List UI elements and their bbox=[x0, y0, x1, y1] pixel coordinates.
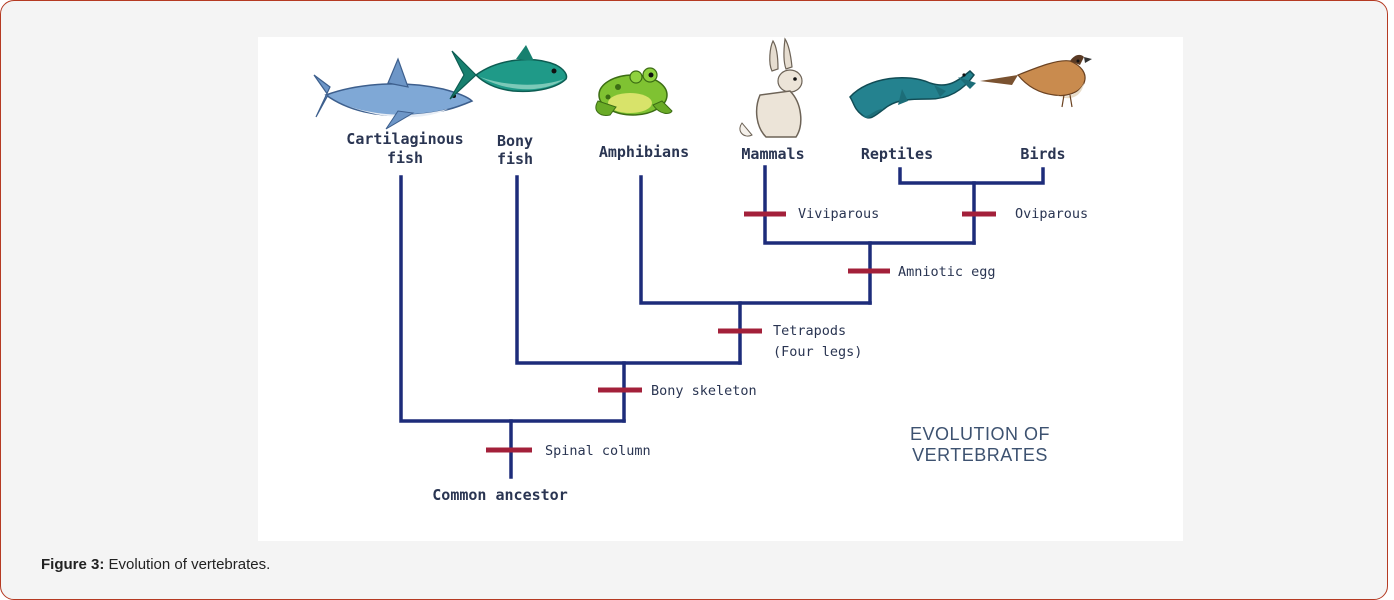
branch-bony-fish bbox=[517, 177, 740, 363]
figure-caption-text: Evolution of vertebrates. bbox=[104, 556, 270, 573]
trait-label-four-legs: (Four legs) bbox=[773, 344, 862, 360]
branch-reptiles-birds bbox=[900, 169, 1043, 183]
taxon-label-bony-fish: Bony bbox=[497, 132, 533, 150]
rabbit-illustration bbox=[740, 39, 802, 137]
taxon-label-amphibians: Amphibians bbox=[599, 143, 689, 161]
diagram-title-line2: VERTEBRATES bbox=[912, 445, 1048, 465]
trait-label-oviparous: Oviparous bbox=[1015, 206, 1088, 222]
shark-illustration bbox=[314, 59, 472, 129]
figure-caption-label: Figure 3: bbox=[41, 556, 104, 573]
diagram-title-line1: EVOLUTION OF bbox=[910, 424, 1050, 444]
branch-cartilaginous-fish bbox=[401, 177, 624, 421]
trait-markers bbox=[486, 214, 996, 450]
trait-label-tetrapods: Tetrapods bbox=[773, 323, 846, 339]
bony-fish-illustration bbox=[450, 45, 567, 99]
frog-illustration bbox=[596, 68, 672, 115]
vertebrate-cladogram: Cartilaginous fish Bony fish Amphibians … bbox=[258, 37, 1183, 541]
taxon-label-birds: Birds bbox=[1020, 145, 1065, 163]
bird-illustration bbox=[980, 55, 1092, 107]
branch-mammals bbox=[765, 167, 974, 243]
reptile-illustration bbox=[850, 71, 976, 118]
trait-label-amniotic-egg: Amniotic egg bbox=[898, 264, 996, 280]
trait-label-spinal-column: Spinal column bbox=[545, 443, 651, 459]
root-label-common-ancestor: Common ancestor bbox=[432, 486, 567, 504]
figure-caption: Figure 3: Evolution of vertebrates. bbox=[41, 556, 270, 573]
taxon-label-cartilaginous-fish-line2: fish bbox=[387, 149, 423, 167]
taxon-label-cartilaginous-fish: Cartilaginous bbox=[346, 130, 463, 148]
taxon-label-mammals: Mammals bbox=[741, 145, 804, 163]
trait-label-bony-skeleton: Bony skeleton bbox=[651, 383, 757, 399]
trait-label-viviparous: Viviparous bbox=[798, 206, 879, 222]
taxon-label-reptiles: Reptiles bbox=[861, 145, 933, 163]
branch-amphibians bbox=[641, 177, 870, 303]
taxon-label-bony-fish-line2: fish bbox=[497, 150, 533, 168]
